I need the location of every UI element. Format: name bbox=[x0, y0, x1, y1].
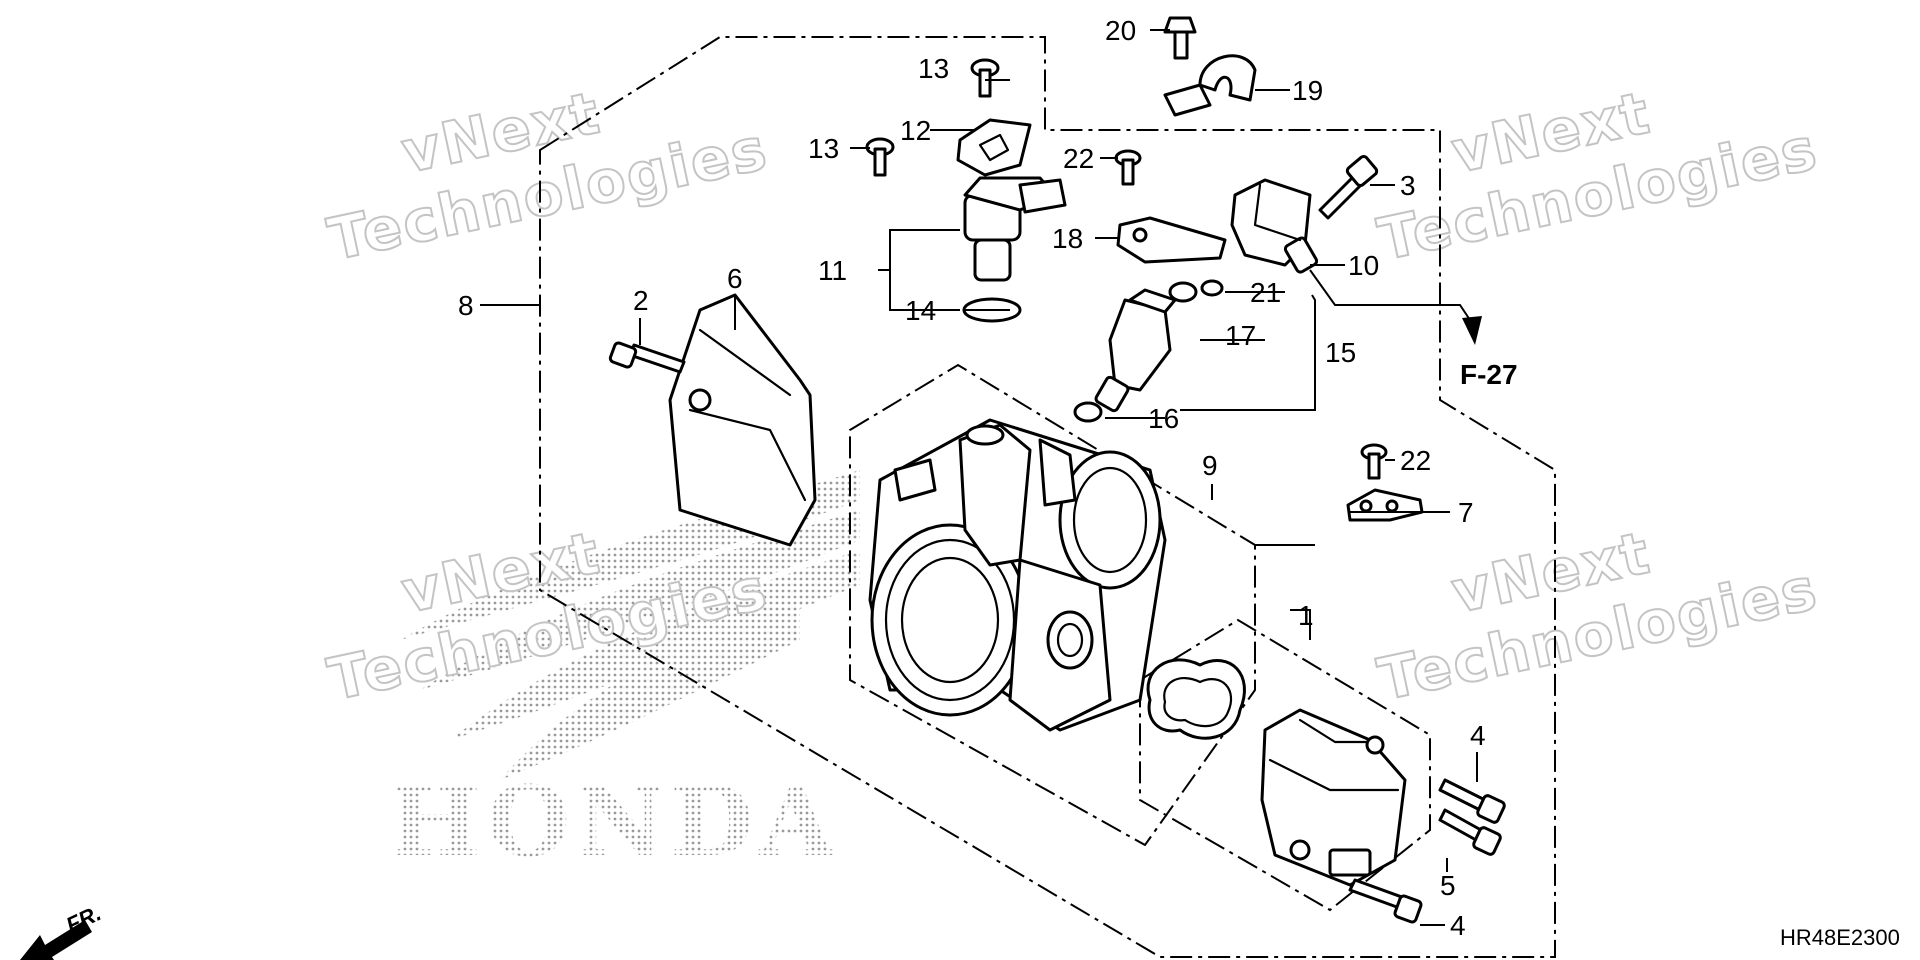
throttle-body-boundary bbox=[849, 363, 1256, 847]
sensor-group-boundary bbox=[1139, 618, 1431, 912]
callout-11: 11 bbox=[818, 255, 847, 286]
bolt-5 bbox=[1438, 808, 1502, 856]
seal-21 bbox=[1200, 279, 1224, 297]
front-arrow-icon bbox=[20, 920, 92, 960]
throttle-position-sensor bbox=[1260, 708, 1407, 887]
bracket-7 bbox=[1346, 488, 1424, 522]
callout-3: 3 bbox=[1400, 170, 1416, 201]
callout-4-lower: 4 bbox=[1450, 910, 1466, 941]
throttle-body bbox=[868, 418, 1167, 732]
screw-13-lower bbox=[865, 137, 895, 177]
callout-13-upper: 13 bbox=[918, 53, 949, 84]
callout-1: 1 bbox=[1298, 600, 1314, 631]
callout-16: 16 bbox=[1148, 403, 1179, 434]
seal-16 bbox=[1073, 401, 1103, 423]
callout-5: 5 bbox=[1440, 870, 1456, 901]
seal-17 bbox=[1168, 281, 1198, 303]
bolt-20 bbox=[1163, 16, 1197, 60]
screw-22-upper bbox=[1114, 149, 1142, 186]
callout-22-lower: 22 bbox=[1400, 445, 1431, 476]
screw-22-lower bbox=[1360, 443, 1388, 480]
callout-19: 19 bbox=[1292, 75, 1323, 106]
bolt-2 bbox=[608, 341, 686, 374]
callout-4-upper: 4 bbox=[1470, 720, 1486, 751]
callout-14: 14 bbox=[905, 295, 936, 326]
callout-2: 2 bbox=[633, 285, 649, 316]
watermark-top-right: vNext Technologies bbox=[1371, 77, 1824, 274]
callout-7: 7 bbox=[1458, 497, 1474, 528]
reference-arrow-icon bbox=[1309, 269, 1482, 345]
reference-label: F-27 bbox=[1460, 359, 1518, 390]
bracket-18 bbox=[1116, 216, 1227, 264]
throttle-cover bbox=[668, 293, 817, 547]
diagram-code: HR48E2300 bbox=[1780, 925, 1900, 950]
callout-22-upper: 22 bbox=[1063, 143, 1094, 174]
callout-13-lower: 13 bbox=[808, 133, 839, 164]
callout-10: 10 bbox=[1348, 250, 1379, 281]
callout-21: 21 bbox=[1250, 277, 1281, 308]
temperature-sensor bbox=[1230, 178, 1319, 274]
callout-17: 17 bbox=[1225, 320, 1256, 351]
bolt-4-upper bbox=[1438, 778, 1506, 824]
callout-20: 20 bbox=[1105, 15, 1136, 46]
assembly-boundary bbox=[539, 36, 1556, 958]
fuel-injector bbox=[1094, 288, 1177, 413]
hose-clamp-19 bbox=[1163, 54, 1257, 117]
bolt-4-lower bbox=[1348, 878, 1423, 924]
callout-8: 8 bbox=[458, 290, 474, 321]
watermark-bottom-right: vNext Technologies bbox=[1371, 517, 1824, 714]
bolt-3 bbox=[1318, 154, 1379, 220]
callout-15: 15 bbox=[1325, 337, 1356, 368]
callout-6: 6 bbox=[727, 263, 743, 294]
screw-13-upper bbox=[970, 58, 1000, 98]
sensor-gasket bbox=[1146, 658, 1246, 740]
leader-lines bbox=[480, 29, 1478, 926]
sensor-bracket bbox=[956, 118, 1032, 177]
callout-12: 12 bbox=[900, 115, 931, 146]
callout-18: 18 bbox=[1052, 223, 1083, 254]
callout-9: 9 bbox=[1202, 450, 1218, 481]
honda-brand-logo: HONDA bbox=[390, 765, 840, 878]
map-sensor bbox=[963, 176, 1067, 282]
